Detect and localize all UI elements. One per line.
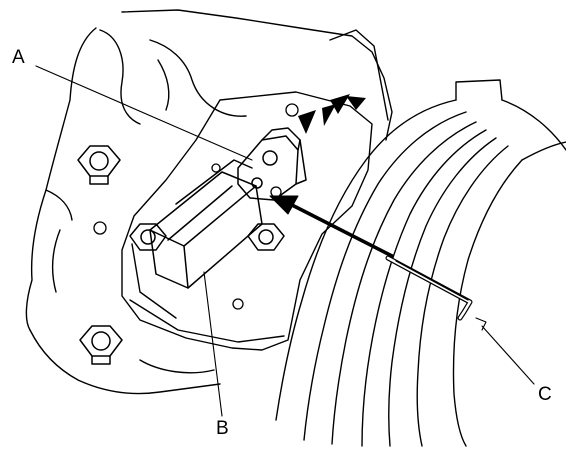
insert-direction-arrow xyxy=(269,195,394,258)
callout-label-c: C xyxy=(538,384,552,405)
bolt-left xyxy=(129,223,167,251)
crankshaft-pulley xyxy=(275,79,566,447)
bolt-large-top xyxy=(77,145,121,185)
tensioner-lever-a xyxy=(237,127,307,201)
engine-block xyxy=(25,9,393,395)
pin-tool-c xyxy=(385,255,473,321)
callout-label-a: A xyxy=(12,47,25,68)
leader-lines xyxy=(35,65,535,417)
leader-b xyxy=(203,271,223,417)
callout-label-b: B xyxy=(216,418,229,439)
mount-recess xyxy=(121,91,373,351)
leader-a xyxy=(35,65,253,161)
bolt-center xyxy=(247,223,285,251)
leader-c xyxy=(481,325,535,385)
rotation-direction-arrows xyxy=(298,94,366,134)
bolt-large-bottom xyxy=(79,325,123,365)
